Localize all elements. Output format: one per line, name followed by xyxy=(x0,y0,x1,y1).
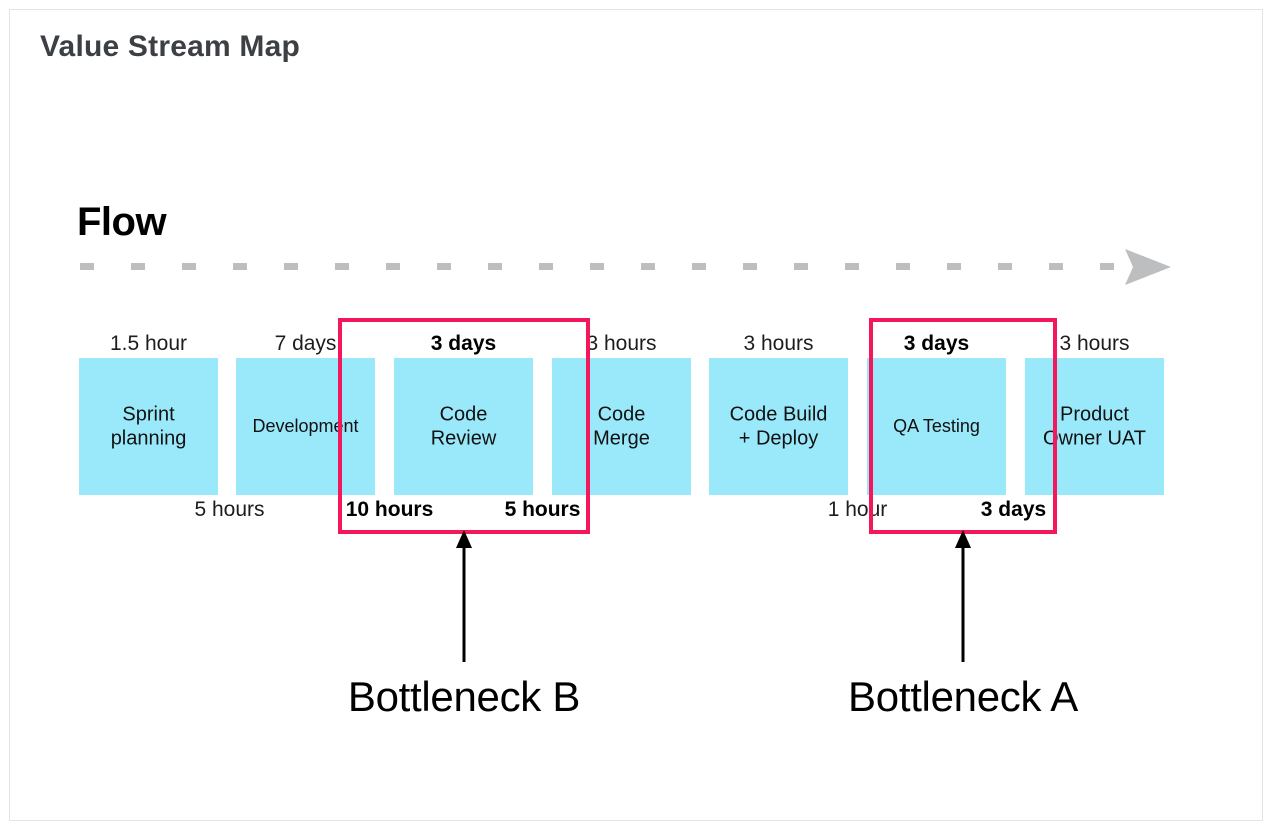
lead-time-code-merge: 3 hours xyxy=(586,332,657,355)
lead-time-sprint-planning: 1.5 hour xyxy=(109,332,188,355)
process-box-development[interactable]: Development xyxy=(236,358,375,495)
process-box-qa-testing[interactable]: QA Testing xyxy=(867,358,1006,495)
process-box-product-owner-uat[interactable]: Product Owner UAT xyxy=(1025,358,1164,495)
lead-time-qa-testing: 3 days xyxy=(903,332,970,355)
bottleneck-b-label: Bottleneck B xyxy=(347,673,581,720)
lead-time-product-owner-uat: 3 hours xyxy=(1059,332,1130,355)
wait-time-after-qa-testing: 3 days xyxy=(980,498,1047,521)
process-box-label: QA Testing xyxy=(893,415,980,436)
process-box-code-merge[interactable]: Code Merge xyxy=(552,358,691,495)
process-box-label: Sprint planning xyxy=(110,403,187,450)
process-box-code-review[interactable]: Code Review xyxy=(394,358,533,495)
wait-time-after-sprint-planning: 5 hours xyxy=(194,498,265,521)
process-box-label: Product Owner UAT xyxy=(1043,403,1146,450)
wait-time-after-code-review: 5 hours xyxy=(504,498,581,521)
bottleneck-a-arrow-icon xyxy=(955,530,971,662)
process-box-code-build-deploy[interactable]: Code Build + Deploy xyxy=(709,358,848,495)
bottleneck-a-label: Bottleneck A xyxy=(848,673,1078,720)
bottleneck-highlight-a xyxy=(869,318,1057,534)
lead-time-code-build-deploy: 3 hours xyxy=(743,332,814,355)
bottleneck-highlight-b xyxy=(338,318,590,534)
process-box-label: Code Review xyxy=(430,403,497,450)
flow-heading: Flow xyxy=(77,200,167,244)
page-title: Value Stream Map xyxy=(40,30,300,63)
process-box-label: Code Merge xyxy=(593,403,650,450)
lead-time-development: 7 days xyxy=(274,332,337,355)
flow-dashed-line xyxy=(80,263,1115,270)
lead-time-code-review: 3 days xyxy=(430,332,497,355)
process-box-sprint-planning[interactable]: Sprint planning xyxy=(79,358,218,495)
bottleneck-b-arrow-icon xyxy=(456,530,472,662)
process-box-label: Code Build + Deploy xyxy=(729,403,828,450)
process-box-label: Development xyxy=(252,415,359,436)
flow-arrow-icon xyxy=(1125,249,1171,285)
wait-time-after-development: 10 hours xyxy=(345,498,434,521)
